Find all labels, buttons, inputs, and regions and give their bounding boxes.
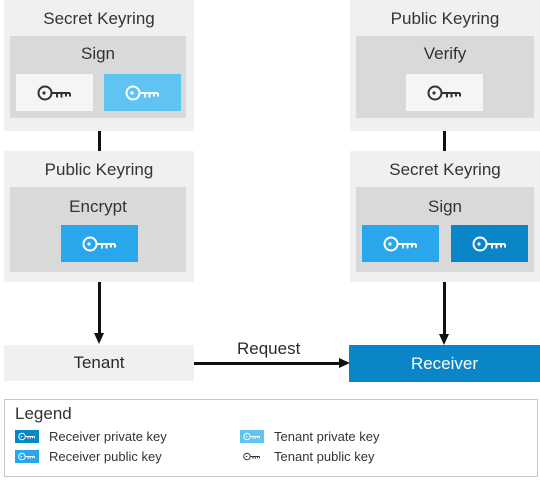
legend-label: Receiver public key [49, 449, 162, 464]
sign-box: Sign [356, 187, 534, 272]
left-public-keyring-panel: Public Keyring Encrypt [4, 151, 194, 282]
legend: Legend Receiver private key Receiver pub… [4, 399, 538, 477]
inner-title: Verify [423, 44, 467, 63]
legend-title: Legend [15, 404, 72, 423]
legend-label: Tenant public key [274, 449, 375, 464]
legend-label: Tenant private key [274, 429, 380, 444]
legend-label: Receiver private key [49, 429, 167, 444]
legend-item-tenant-private: Tenant private key [240, 429, 380, 444]
right-arrowhead [439, 334, 449, 345]
request-label: Request [237, 339, 301, 358]
verify-box: Verify [356, 36, 534, 118]
panel-title: Secret Keyring [43, 9, 155, 28]
request-arrowhead [339, 358, 350, 368]
panel-title: Public Keyring [44, 160, 154, 179]
receiver-public-key-icon [61, 225, 138, 262]
tenant-public-key-icon [16, 74, 93, 111]
sign-box: Sign [10, 36, 186, 118]
receiver-public-key-icon [15, 450, 39, 463]
legend-item-receiver-public: Receiver public key [15, 449, 162, 464]
left-connector [98, 131, 101, 151]
left-arrow-shaft [98, 282, 101, 334]
inner-title: Sign [427, 197, 463, 216]
encrypt-box: Encrypt [10, 187, 186, 272]
right-connector [443, 131, 446, 151]
receiver-public-key-icon [362, 225, 439, 262]
inner-title: Encrypt [69, 197, 127, 216]
inner-title: Sign [80, 44, 116, 63]
receiver-private-key-icon [15, 430, 39, 443]
tenant-node: Tenant [4, 345, 194, 381]
right-public-keyring-panel: Public Keyring Verify [350, 0, 540, 131]
tenant-public-key-icon [406, 74, 483, 111]
tenant-public-key-icon [240, 450, 264, 463]
receiver-private-key-icon [451, 225, 528, 262]
receiver-node: Receiver [349, 345, 540, 382]
left-secret-keyring-panel: Secret Keyring Sign [4, 0, 194, 131]
left-arrowhead [94, 333, 104, 344]
legend-item-receiver-private: Receiver private key [15, 429, 167, 444]
panel-title: Public Keyring [390, 9, 500, 28]
tenant-private-key-icon [104, 74, 181, 111]
right-secret-keyring-panel: Secret Keyring Sign [350, 151, 540, 282]
panel-title: Secret Keyring [389, 160, 501, 179]
request-arrow-shaft [194, 362, 340, 365]
legend-item-tenant-public: Tenant public key [240, 449, 374, 464]
right-arrow-shaft [443, 282, 446, 335]
tenant-private-key-icon [240, 430, 264, 443]
